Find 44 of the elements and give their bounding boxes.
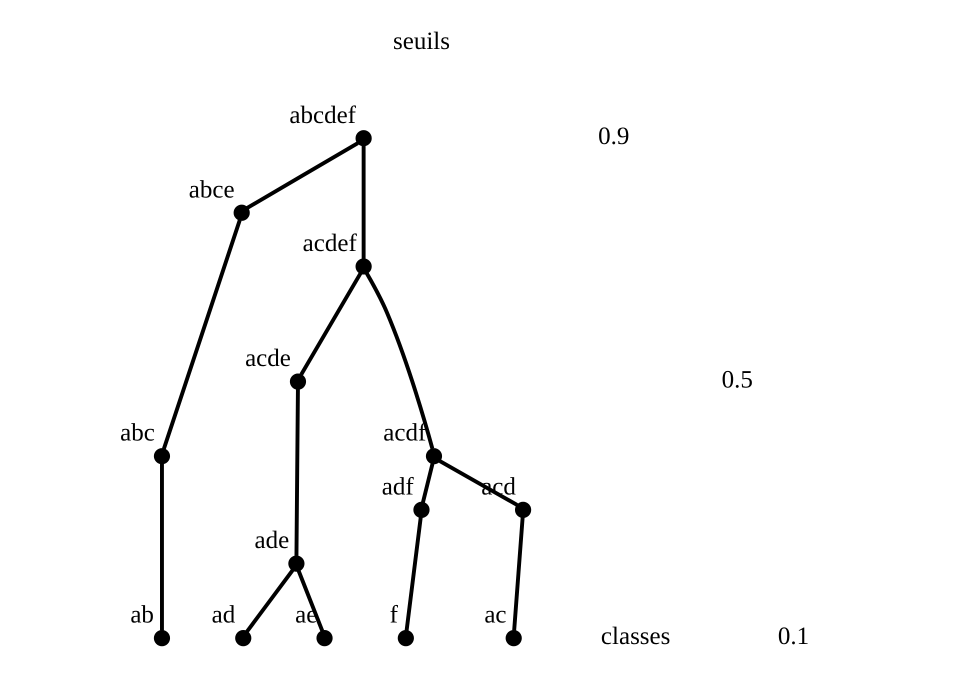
connector [512, 517, 524, 630]
connector [299, 272, 362, 376]
connector [438, 459, 518, 507]
node-circle [505, 630, 522, 646]
node-circle [289, 374, 306, 390]
label: 0.9 [598, 123, 629, 150]
node-label: abc [120, 420, 154, 447]
node-circle [425, 448, 442, 464]
node-label: acdf [382, 420, 426, 447]
node-label: ac [484, 602, 506, 629]
node-label: f [389, 602, 398, 629]
node-circle [355, 130, 372, 146]
node-label: ad [211, 602, 235, 629]
node-circle [288, 556, 304, 572]
label: 0.1 [777, 623, 809, 650]
label: seuils [392, 28, 450, 55]
node-circle [234, 630, 251, 646]
node-circle [397, 630, 414, 646]
node-circle [233, 204, 250, 221]
node-label: abcdef [288, 102, 356, 129]
node-label: acde [244, 345, 290, 372]
connector [246, 142, 358, 210]
connector [404, 517, 422, 631]
node-label: ade [254, 527, 289, 554]
label: 0.5 [721, 366, 752, 394]
node-circle [153, 448, 170, 464]
node-label: ab [130, 602, 154, 629]
node-circle [514, 502, 531, 518]
connector [162, 220, 242, 450]
node-circle [412, 502, 430, 518]
connector [296, 570, 324, 632]
connector [160, 464, 164, 630]
node-label: abce [188, 176, 234, 204]
node-circle [153, 630, 170, 646]
connector [364, 272, 434, 450]
node-circle [355, 258, 372, 275]
connector [294, 389, 300, 556]
node-label: acdef [302, 230, 356, 258]
connector [361, 146, 366, 259]
node-circle [316, 630, 332, 646]
node-label: adf [381, 473, 414, 500]
connector [244, 569, 294, 633]
connector [420, 463, 434, 504]
label: classes [600, 623, 670, 650]
